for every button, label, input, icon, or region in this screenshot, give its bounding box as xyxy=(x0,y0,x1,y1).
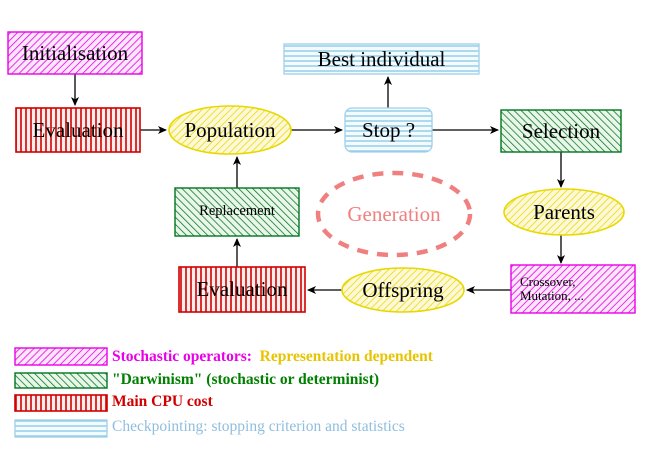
legend-item-main-cpu-cost: Main CPU cost xyxy=(112,392,213,412)
legend-label-representation-dependent: Representation dependent xyxy=(259,348,433,365)
legend-item-stochastic-operators: Stochastic operators: Representation dep… xyxy=(112,347,433,367)
node-layer xyxy=(7,31,636,314)
node-generation[interactable] xyxy=(315,170,473,258)
legend-swatch-main-cpu-cost xyxy=(14,394,108,412)
node-selection[interactable] xyxy=(500,109,622,153)
legend-item-darwinism: "Darwinism" (stochastic or determinist) xyxy=(112,370,379,390)
node-stop[interactable] xyxy=(344,107,433,153)
edge-layer xyxy=(71,74,565,294)
node-best-individual[interactable] xyxy=(283,43,480,75)
legend-swatch-checkpointing xyxy=(14,419,108,438)
node-initialisation[interactable] xyxy=(7,31,143,75)
legend-label-main-cpu-cost: Main CPU cost xyxy=(112,393,213,410)
legend-label-darwinism: "Darwinism" (stochastic or determinist) xyxy=(112,371,380,388)
legend-swatch-darwinism xyxy=(14,372,108,389)
node-offspring[interactable] xyxy=(341,267,465,313)
legend-item-checkpointing: Checkpointing: stopping criterion and st… xyxy=(112,417,405,437)
legend-swatch-stochastic-operators xyxy=(14,347,108,366)
legend-label-checkpointing: Checkpointing: stopping criterion and st… xyxy=(112,418,405,435)
node-evaluation-top[interactable] xyxy=(15,107,141,153)
node-replacement[interactable] xyxy=(174,187,300,237)
node-evaluation-bottom[interactable] xyxy=(178,266,306,313)
node-crossover[interactable] xyxy=(510,264,636,314)
node-population[interactable] xyxy=(168,105,292,155)
legend-label-stochastic-operators: Stochastic operators: xyxy=(112,348,260,365)
node-parents[interactable] xyxy=(503,188,625,236)
legend-swatch-layer xyxy=(14,347,108,438)
